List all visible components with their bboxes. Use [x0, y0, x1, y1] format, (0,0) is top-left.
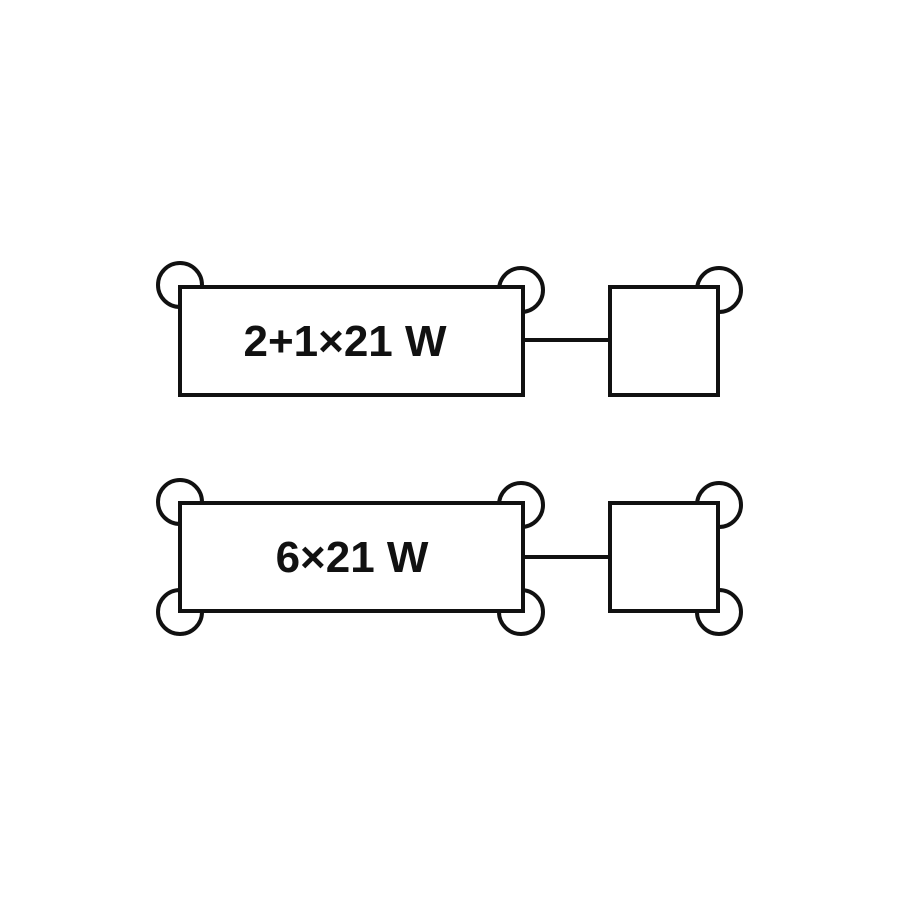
- row-2-config: 6×21 W: [156, 478, 743, 636]
- vehicle-block: [178, 501, 525, 613]
- trailer-block: [608, 285, 720, 397]
- vehicle-load-label: 2+1×21 W: [243, 317, 446, 366]
- vehicle-load-label: 6×21 W: [276, 533, 429, 582]
- row-1-config: 2+1×21 W: [156, 261, 743, 397]
- trailer-block: [608, 501, 720, 613]
- vehicle-block: [178, 285, 525, 397]
